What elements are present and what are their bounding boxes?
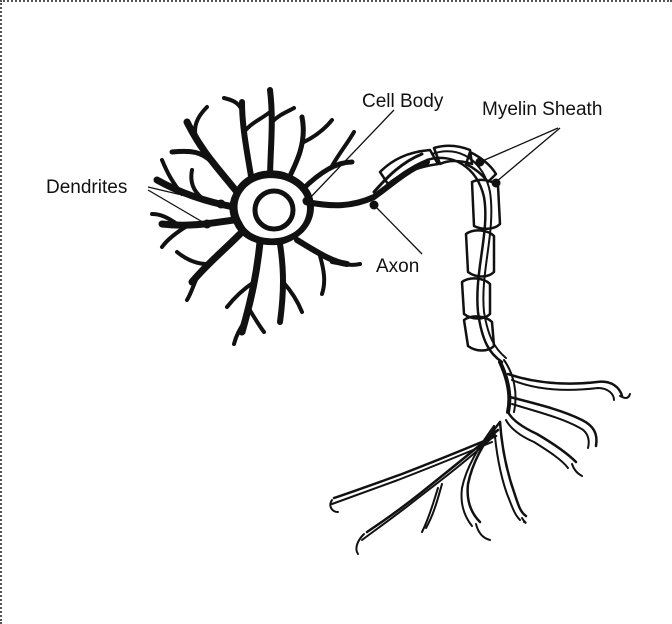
dot-myelin-a — [476, 158, 485, 167]
dot-axon — [370, 201, 379, 210]
axon-shape — [307, 154, 427, 205]
leader-myelin-b — [496, 128, 560, 182]
leader-myelin-a — [480, 128, 558, 162]
dot-myelin-b — [492, 179, 501, 188]
axon-terminal — [330, 360, 630, 554]
dot-cell-body — [303, 197, 312, 206]
label-dendrites: Dendrites — [46, 177, 127, 198]
leader-cell-body — [308, 110, 394, 200]
label-myelin-sheath: Myelin Sheath — [482, 99, 602, 120]
cell-body-shape — [230, 170, 315, 245]
leader-axon — [375, 206, 422, 254]
label-cell-body: Cell Body — [362, 91, 444, 112]
dot-dendrites-a — [217, 200, 226, 209]
label-axon: Axon — [376, 256, 419, 277]
dot-dendrites-b — [203, 220, 212, 229]
